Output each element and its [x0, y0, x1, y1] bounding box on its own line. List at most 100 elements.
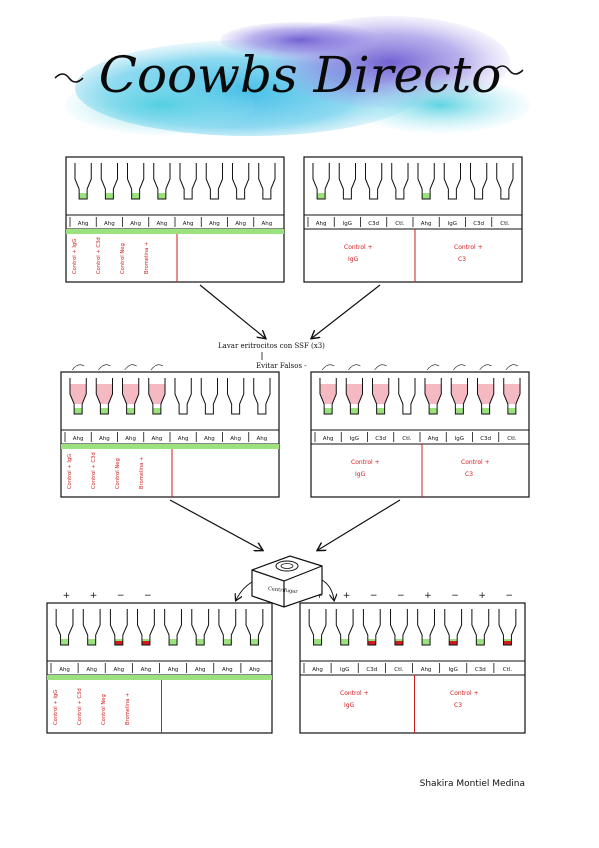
- control-note: Bromelina +: [125, 693, 131, 725]
- tube: [231, 163, 250, 200]
- control-note: Control Neg: [115, 458, 121, 489]
- tube: [74, 163, 92, 200]
- tube-label: Ahg: [78, 221, 89, 227]
- tube: [137, 609, 155, 646]
- tube-label: Ahg: [204, 436, 215, 442]
- result-mark: −: [397, 591, 405, 601]
- tube-label: Ahg: [73, 436, 84, 442]
- page-title: Coowbs Directo: [99, 46, 502, 104]
- tube: [496, 163, 514, 200]
- tube: [476, 378, 495, 415]
- tube: [55, 609, 74, 646]
- control-note: Control Neg: [101, 694, 107, 725]
- tube: [82, 609, 101, 646]
- control-note: Control + IgG: [72, 239, 78, 274]
- tube: [424, 378, 442, 415]
- tube-label: Ahg: [257, 436, 268, 442]
- tube-label: C3d: [480, 436, 491, 442]
- control-note: Control + IgG: [67, 454, 73, 489]
- control-note: Bromelina +: [144, 242, 150, 274]
- tube: [174, 378, 192, 415]
- tube-label: Ahg: [130, 221, 141, 227]
- control-note-sub: IgG: [355, 471, 366, 478]
- green-band: [47, 675, 272, 680]
- tube: [471, 609, 490, 646]
- control-note: Control +: [454, 244, 483, 251]
- tube-label: Ahg: [222, 667, 233, 673]
- tube: [100, 163, 119, 200]
- tube: [319, 378, 337, 415]
- tube: [200, 378, 219, 415]
- control-note: Control + IgG: [53, 690, 59, 725]
- result-mark: −: [117, 591, 125, 601]
- result-mark: +: [63, 591, 71, 601]
- tube: [245, 609, 264, 646]
- tube: [498, 609, 517, 646]
- result-mark: −: [451, 591, 459, 601]
- tube: [126, 163, 145, 200]
- tube-label: Ahg: [209, 221, 220, 227]
- control-note: Control + C3d: [91, 452, 97, 489]
- title-swirl-right: [494, 65, 524, 75]
- tube-label: Ahg: [86, 667, 97, 673]
- tube: [226, 378, 245, 415]
- tube-label: Ctl.: [500, 221, 510, 227]
- tube: [109, 609, 128, 646]
- control-note: Control +: [351, 459, 380, 466]
- tube: [371, 378, 390, 415]
- centrifuge-label: Centrifugar: [268, 586, 299, 595]
- tube-label: Ahg: [152, 436, 163, 442]
- tube: [444, 609, 463, 646]
- result-mark: −: [505, 591, 513, 601]
- tube-label: Ahg: [249, 667, 260, 673]
- tube-label: Ahg: [157, 221, 168, 227]
- centrifuge: Centrifugar: [251, 555, 323, 608]
- title-swirl-left: [54, 73, 84, 83]
- tube-label: C3d: [473, 221, 484, 227]
- tube-label: C3d: [375, 436, 386, 442]
- tube-label: IgG: [350, 436, 359, 442]
- control-note: Control +: [450, 690, 479, 697]
- tube-label: Ahg: [104, 221, 115, 227]
- control-note-sub: IgG: [344, 702, 355, 709]
- tube-label: Ctl.: [402, 436, 412, 442]
- tube: [417, 609, 435, 646]
- tube: [164, 609, 182, 646]
- tube: [153, 163, 171, 200]
- tube: [398, 378, 416, 415]
- tube-label: IgG: [448, 221, 457, 227]
- result-mark: +: [424, 591, 432, 601]
- tube-label: Ahg: [316, 221, 327, 227]
- tube-label: Ahg: [421, 667, 432, 673]
- control-note-sub: C3: [465, 471, 473, 478]
- tube-label: C3d: [366, 667, 377, 673]
- tube-label: Ctl.: [503, 667, 513, 673]
- tube: [179, 163, 197, 200]
- watercolor-header: [65, 16, 530, 136]
- tube: [308, 609, 327, 646]
- tube: [469, 163, 488, 200]
- tube-label: C3d: [368, 221, 379, 227]
- result-mark: +: [478, 591, 486, 601]
- tube: [205, 163, 224, 200]
- result-mark: +: [90, 591, 98, 601]
- tube-label: IgG: [340, 667, 349, 673]
- author-name: Shakira Montiel Medina: [420, 779, 525, 789]
- tube-label: Ahg: [235, 221, 246, 227]
- tube: [417, 163, 435, 200]
- tube: [95, 378, 114, 415]
- control-note: Control + C3d: [77, 688, 83, 725]
- tube-label: Ahg: [113, 667, 124, 673]
- result-mark: +: [343, 591, 351, 601]
- tube: [338, 163, 357, 200]
- tube: [345, 378, 364, 415]
- tube-label: Ahg: [178, 436, 189, 442]
- tube-label: Ahg: [428, 436, 439, 442]
- tube: [191, 609, 210, 646]
- tube: [258, 163, 276, 200]
- tube-label: IgG: [448, 667, 457, 673]
- tube-label: Ahg: [168, 667, 179, 673]
- tube-label: Ahg: [312, 667, 323, 673]
